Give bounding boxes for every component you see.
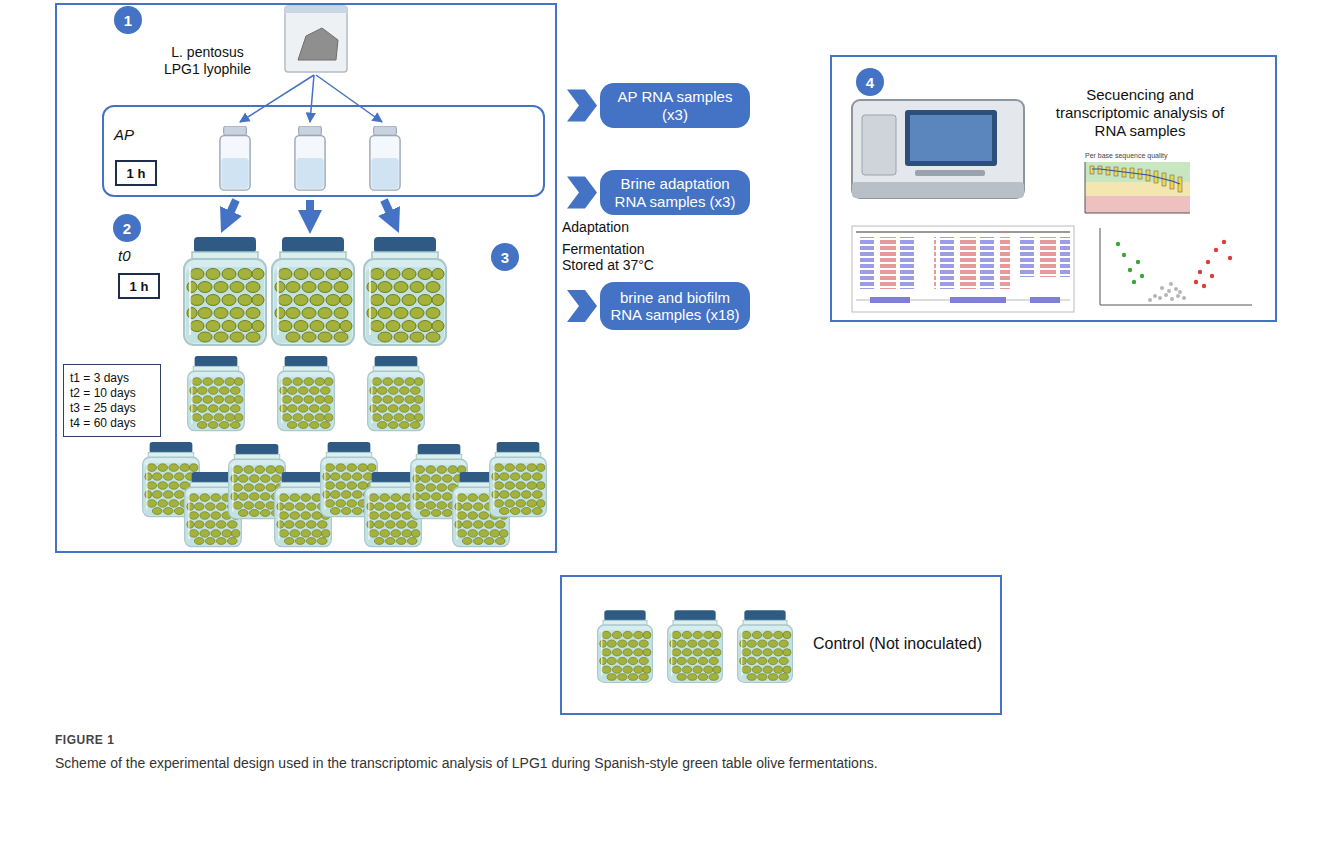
step-number: 1 xyxy=(114,6,142,34)
node-text: AP RNA samples (x3) xyxy=(605,88,745,123)
sequencer-icon xyxy=(852,100,1024,198)
sample-box: AP RNA samples (x3) xyxy=(600,83,750,128)
node-text: 1 h xyxy=(130,279,149,294)
inoculation-arrows xyxy=(240,75,382,122)
timepoint-box: t1 = 3 dayst2 = 10 dayst3 = 25 dayst4 = … xyxy=(63,364,161,437)
step-number: 4 xyxy=(856,68,884,96)
volcano-plot xyxy=(1100,228,1252,305)
node-label: Control (Not inoculated) xyxy=(800,634,995,653)
stage-label: Fermentation Stored at 37°C xyxy=(562,241,662,273)
node-text: t4 = 60 days xyxy=(70,416,154,431)
node-text: 1 xyxy=(124,12,132,29)
sample-box: Brine adaptation RNA samples (x3) xyxy=(600,170,750,215)
chevron-arrow xyxy=(567,290,597,322)
transfer-arrows xyxy=(226,200,394,222)
node-text: Brine adaptation RNA samples (x3) xyxy=(605,175,745,210)
quality-chart xyxy=(1085,162,1190,213)
node-text: t3 = 25 days xyxy=(70,401,154,416)
node-label: L. pentosus LPG1 lyophile xyxy=(160,44,255,78)
node-text: 4 xyxy=(866,74,874,91)
figure-caption: Scheme of the experimental design used i… xyxy=(55,754,1255,772)
node-text: t2 = 10 days xyxy=(70,386,154,401)
sample-box: brine and biofilm RNA samples (x18) xyxy=(600,282,750,330)
node-label: t0 xyxy=(118,247,152,265)
figure-number: FIGURE 1 xyxy=(55,734,255,748)
control-box: Control (Not inoculated) xyxy=(560,575,1002,715)
group-box: AP 1 h xyxy=(102,105,545,197)
node-label: Secuencing and transcriptomic analysis o… xyxy=(1045,86,1235,140)
panel-box: L. pentosus LPG1 lyophile t0 1AP 1 h 2 1 h 3 t1… xyxy=(55,3,557,553)
node-label: AP xyxy=(114,126,154,144)
control-jars xyxy=(598,610,793,682)
read-alignment xyxy=(852,226,1074,312)
node-text: t1 = 3 days xyxy=(70,371,154,386)
time-box: 1 h xyxy=(115,160,157,186)
step-number: 3 xyxy=(491,243,519,271)
time-box: 1 h xyxy=(118,273,160,299)
node-text: 1 h xyxy=(127,166,146,181)
panel-box: Secuencing and transcriptomic analysis o… xyxy=(830,55,1277,322)
chevron-arrow xyxy=(567,90,597,122)
olive-jars xyxy=(143,237,546,547)
node-text: brine and biofilm RNA samples (x18) xyxy=(605,289,745,324)
node-text: 2 xyxy=(123,220,131,237)
node-text: 3 xyxy=(501,249,509,266)
chart-title: Per base sequence quality xyxy=(1085,152,1195,160)
lyophile-bag xyxy=(285,6,347,72)
stage-label: Adaptation xyxy=(562,219,672,235)
step-number: 2 xyxy=(113,214,141,242)
chevron-arrow xyxy=(567,177,597,209)
vials xyxy=(220,126,400,190)
